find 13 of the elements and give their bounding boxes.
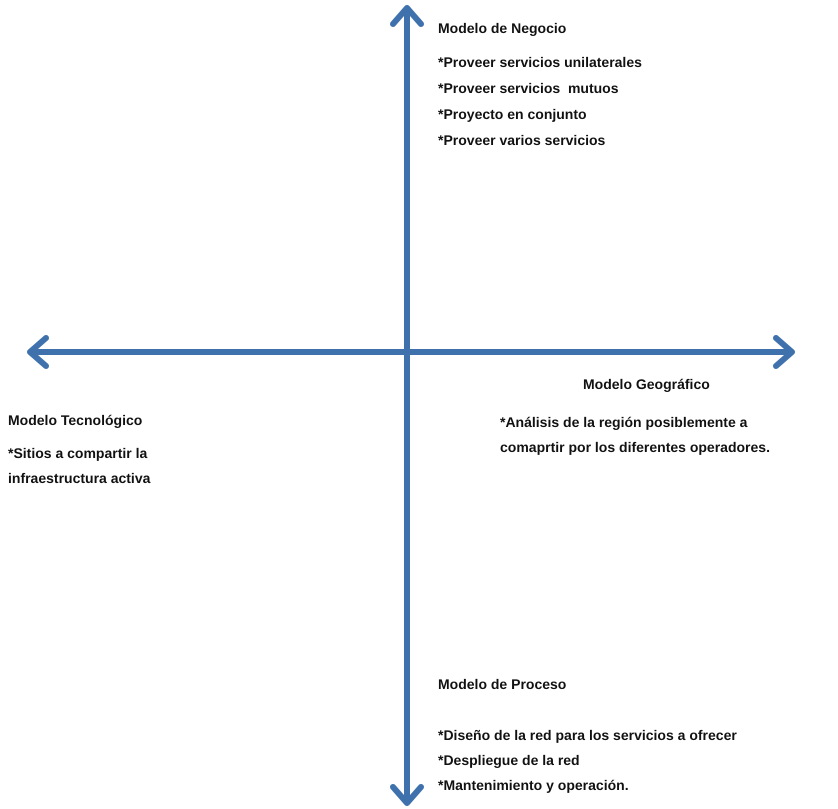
- bullet-text: *Proveer servicios mutuos: [438, 79, 619, 98]
- axis-heading: Modelo Geográfico: [583, 375, 710, 394]
- axis-heading: Modelo de Proceso: [438, 675, 566, 694]
- bullet-text: *Análisis de la región posiblemente a comaprtir por los diferentes operadores.: [500, 413, 771, 457]
- axis-heading: Modelo de Negocio: [438, 19, 566, 38]
- bullet-text: *Proveer servicios unilaterales: [438, 53, 642, 72]
- axis-heading: Modelo Tecnológico: [8, 411, 142, 430]
- bullet-text: *Proveer varios servicios: [438, 131, 606, 150]
- bullet-text: *Sitios a compartir la infraestructura activa: [8, 444, 152, 488]
- bullet-text: *Mantenimiento y operación.: [438, 776, 629, 795]
- bullet-text: *Diseño de la red para los servicios a ofrecer: [438, 726, 737, 745]
- bullet-text: *Proyecto en conjunto: [438, 105, 587, 124]
- bullet-text: *Despliegue de la red: [438, 751, 580, 770]
